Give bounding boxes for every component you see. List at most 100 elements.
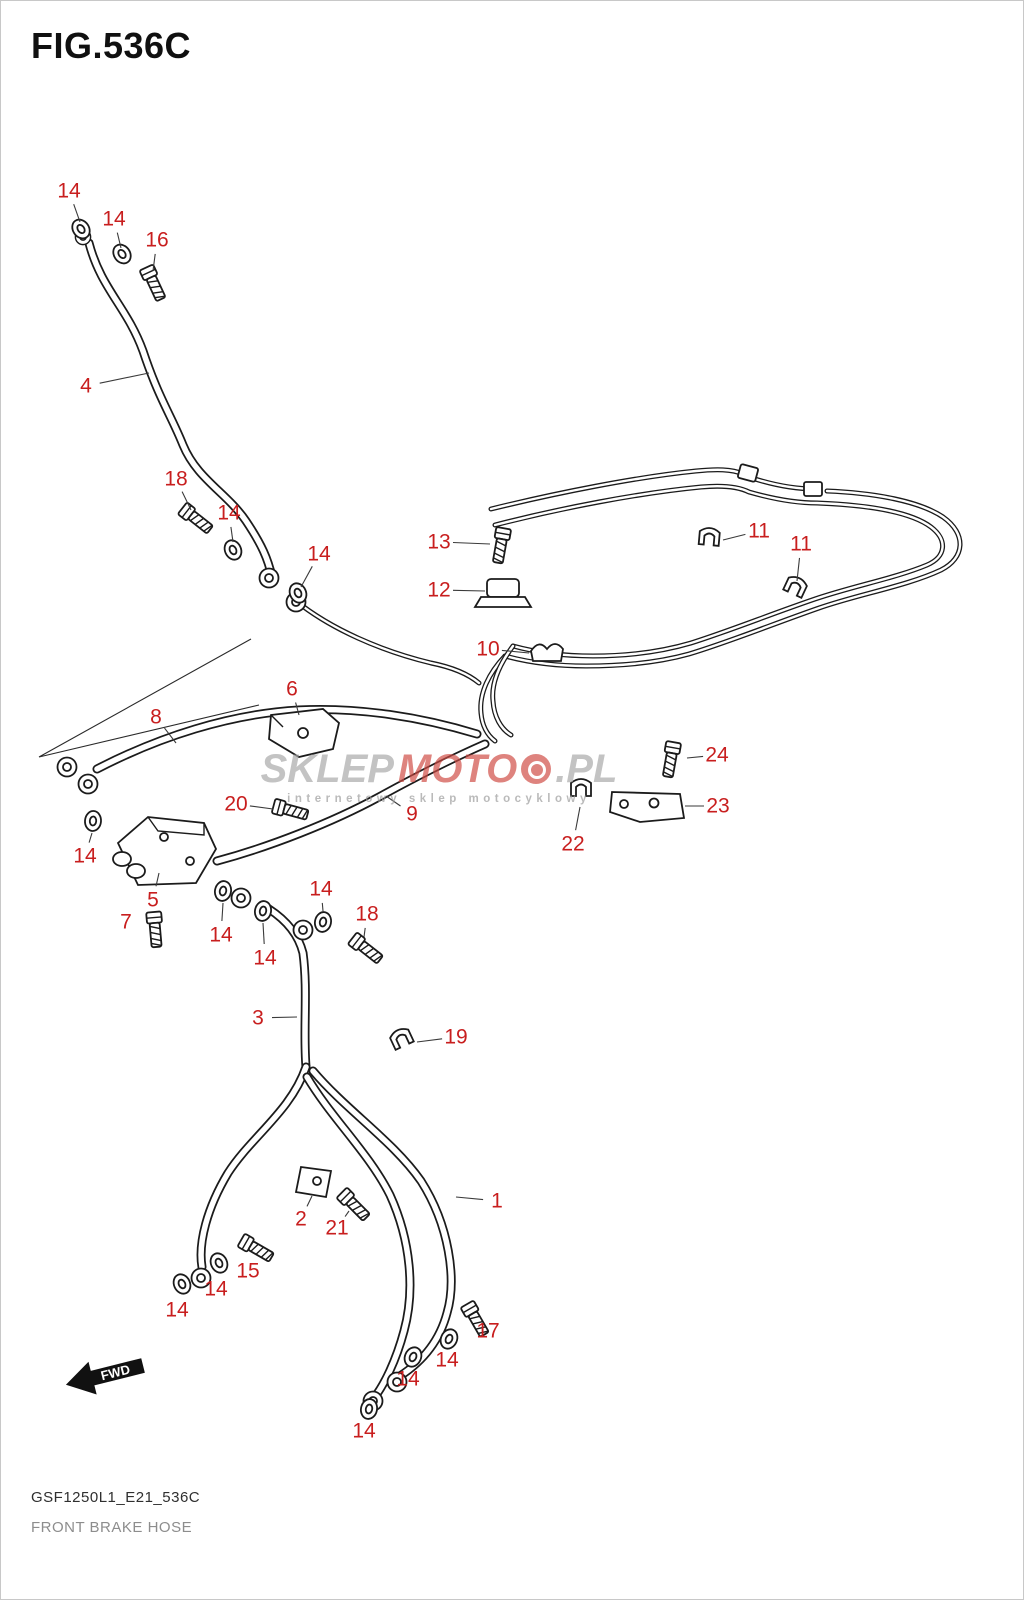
bolt-7 (145, 910, 166, 949)
hardware (112, 526, 810, 1199)
pipe-run-outer (491, 470, 960, 666)
part-label-14: 14 (165, 1299, 189, 1322)
part-label-14: 14 (253, 947, 277, 970)
washer-14 (83, 809, 103, 833)
part-label-14: 14 (217, 502, 241, 525)
banjo-eye (230, 887, 252, 909)
leader-line (455, 1196, 484, 1201)
washer-14 (312, 909, 334, 935)
banjo-eye (292, 919, 314, 941)
banjo-eye (77, 773, 99, 795)
pipe-union-fitting (737, 463, 759, 483)
part-label-20: 20 (224, 793, 247, 816)
part-label-14: 14 (435, 1349, 459, 1372)
part-label-16: 16 (145, 229, 168, 252)
part-label-14: 14 (309, 878, 333, 901)
pipe-clip-22 (570, 778, 592, 797)
hose-clamp-2 (294, 1165, 333, 1199)
leader-line (181, 491, 192, 511)
part-label-11: 11 (790, 533, 812, 556)
leader-line (88, 832, 93, 843)
leader-line (452, 589, 486, 592)
hose-1-left-inner (201, 1067, 306, 1267)
hose-clamp-6 (268, 708, 340, 758)
metal-pipes (296, 463, 960, 741)
bolt-20 (270, 797, 311, 824)
leader-line (230, 526, 234, 543)
leader-line (575, 806, 581, 831)
leader-lines (73, 204, 801, 1217)
figure-title: FIG.536C (31, 25, 192, 66)
figure-caption: FRONT BRAKE HOSE (31, 1519, 193, 1536)
leader-line (295, 702, 300, 716)
pipe-link-outer (296, 601, 479, 683)
part-label-18: 18 (355, 903, 378, 926)
hose-9-inner (217, 744, 485, 861)
pipe-clip-11 (782, 573, 810, 599)
banjo-eye (258, 567, 280, 589)
part-label-4: 4 (80, 375, 92, 398)
leader-line (249, 805, 274, 810)
leader-line (385, 795, 401, 807)
part-label-11: 11 (748, 520, 770, 543)
fwd-arrow: FWD (65, 1358, 145, 1395)
part-label-14: 14 (57, 180, 81, 203)
fwd-arrow-label: FWD (99, 1362, 131, 1384)
figure-code: GSF1250L1_E21_536C (31, 1489, 201, 1506)
leader-line (306, 1195, 313, 1207)
hose-clip-19 (387, 1025, 415, 1051)
part-label-2: 2 (295, 1208, 307, 1231)
washer-14 (400, 1343, 426, 1371)
part-label-14: 14 (102, 208, 126, 231)
frame-lines (38, 638, 260, 758)
leader-line (416, 1038, 443, 1043)
leader-line (152, 253, 156, 272)
banjo-eye (56, 756, 78, 778)
leader-line (501, 649, 530, 654)
part-label-8: 8 (150, 706, 162, 729)
banjo-eyes (56, 228, 408, 1412)
leader-line (796, 557, 801, 582)
leader-line (344, 1210, 350, 1217)
part-label-7: 7 (120, 911, 132, 934)
washer-14 (206, 1249, 232, 1277)
front-hose-4-outer (89, 243, 272, 577)
part-label-14: 14 (209, 924, 233, 947)
leader-line (73, 204, 81, 223)
part-label-14: 14 (307, 543, 331, 566)
washer-14 (169, 1270, 195, 1298)
pipe-run2-outer (495, 486, 943, 656)
part-label-23: 23 (706, 795, 729, 818)
leader-line (164, 727, 177, 744)
part-label-5: 5 (147, 889, 159, 912)
part-label-1: 1 (491, 1190, 503, 1213)
bolt-18 (346, 931, 386, 967)
part-label-14: 14 (73, 845, 97, 868)
part-label-17: 17 (476, 1320, 499, 1343)
part-label-14: 14 (396, 1368, 420, 1391)
part-label-3: 3 (252, 1007, 264, 1030)
washer-14 (252, 898, 274, 924)
leader-line (116, 232, 122, 249)
part-label-19: 19 (444, 1026, 467, 1049)
part-label-18: 18 (164, 468, 187, 491)
part-label-21: 21 (325, 1217, 348, 1240)
leader-line (99, 372, 150, 384)
part-label-15: 15 (236, 1260, 259, 1283)
leader-line (363, 927, 366, 938)
leader-line (321, 902, 324, 912)
bolt-13 (489, 526, 513, 565)
pipe-union-fitting (803, 481, 823, 497)
washer-14 (108, 240, 136, 268)
part-label-12: 12 (427, 579, 450, 602)
leader-line (221, 902, 224, 922)
washer-14 (212, 878, 234, 904)
bolt-24 (659, 740, 683, 779)
leader-line (155, 872, 160, 887)
fwd-arrow-shape (65, 1358, 145, 1395)
bracket-23 (609, 791, 686, 823)
leader-line (300, 566, 313, 588)
pipe-clamp-12 (473, 578, 533, 608)
